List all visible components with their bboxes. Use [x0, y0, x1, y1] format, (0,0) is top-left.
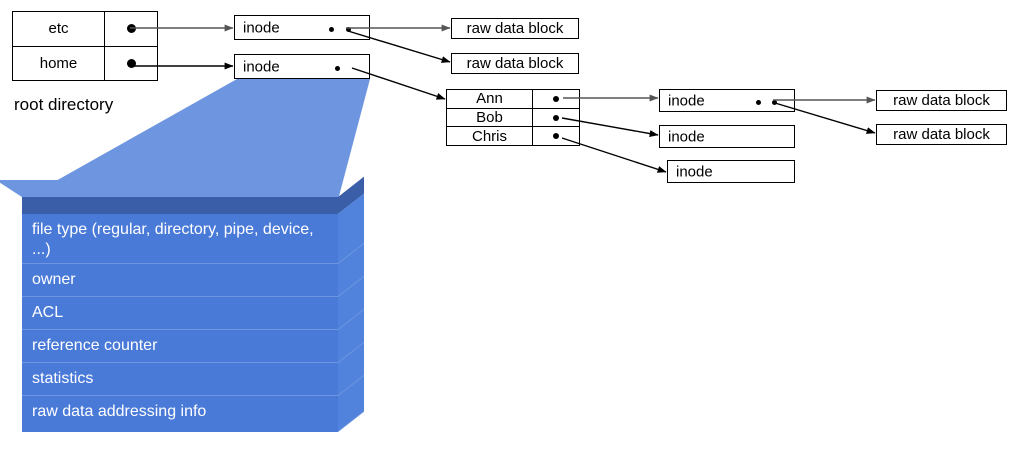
pointer-dot-icon — [772, 100, 777, 105]
table-row[interactable]: home — [13, 46, 157, 81]
raw-data-block-ann-1[interactable]: raw data block — [876, 90, 1007, 111]
root-directory-caption: root directory — [14, 95, 114, 114]
pointer-dot-icon — [329, 27, 334, 32]
pointer-dot-icon — [553, 114, 559, 121]
pointer-dot-icon — [756, 100, 761, 105]
inode-detail-field-owner: owner — [22, 243, 364, 297]
home-directory-table[interactable]: Ann Bob Chris — [446, 89, 580, 146]
inode-detail-field-statistics: statistics — [22, 342, 364, 396]
inode-detail-field-rawdata: raw data addressing info — [22, 375, 364, 432]
pointer-dot-icon — [126, 24, 136, 34]
root-dir-entry-pointer-0[interactable] — [105, 12, 157, 46]
inode-box-ann[interactable]: inode — [659, 89, 795, 112]
inode-label: inode — [676, 163, 713, 180]
inode-detail-block: file type (regular, directory, pipe, dev… — [22, 193, 364, 432]
root-dir-entry-name-0: etc — [13, 12, 105, 46]
root-dir-entry-pointer-1[interactable] — [105, 47, 157, 81]
home-dir-entry-name-2: Chris — [447, 127, 533, 146]
table-row[interactable]: Bob — [447, 108, 579, 128]
home-dir-entry-pointer-0[interactable] — [533, 90, 579, 108]
inode-label: inode — [668, 128, 705, 145]
root-dir-entry-name-1: home — [13, 46, 105, 80]
pointer-dot-icon — [553, 133, 559, 140]
home-dir-entry-name-1: Bob — [447, 108, 533, 127]
root-directory-table[interactable]: etc home — [12, 11, 158, 81]
table-row[interactable]: Ann — [447, 90, 579, 109]
inode-box-bob[interactable]: inode — [659, 125, 795, 148]
table-row[interactable]: Chris — [447, 127, 579, 146]
pointer-dot-icon — [335, 66, 340, 71]
inode-box-home[interactable]: inode — [234, 54, 370, 79]
pointer-dot-icon — [553, 95, 559, 102]
inode-box-chris[interactable]: inode — [667, 160, 795, 183]
raw-data-block-etc-2[interactable]: raw data block — [451, 53, 579, 74]
pointer-dot-icon — [126, 58, 136, 68]
inode-detail-field-acl: ACL — [22, 276, 364, 330]
inode-label: inode — [668, 92, 705, 109]
inode-label: inode — [243, 58, 280, 75]
inode-detail-top-face — [22, 197, 338, 214]
table-row[interactable]: etc — [13, 12, 157, 47]
raw-data-block-ann-2[interactable]: raw data block — [876, 124, 1007, 145]
inode-label: inode — [243, 19, 280, 36]
inode-detail-field-filetype: file type (regular, directory, pipe, dev… — [22, 193, 364, 264]
inode-detail-field-refcounter: reference counter — [22, 309, 364, 363]
inode-box-etc[interactable]: inode — [234, 15, 370, 40]
raw-data-block-etc-1[interactable]: raw data block — [451, 18, 579, 39]
home-dir-entry-name-0: Ann — [447, 90, 533, 108]
home-dir-entry-pointer-1[interactable] — [533, 109, 579, 127]
pointer-dot-icon — [346, 27, 351, 32]
home-dir-entry-pointer-2[interactable] — [533, 127, 579, 145]
